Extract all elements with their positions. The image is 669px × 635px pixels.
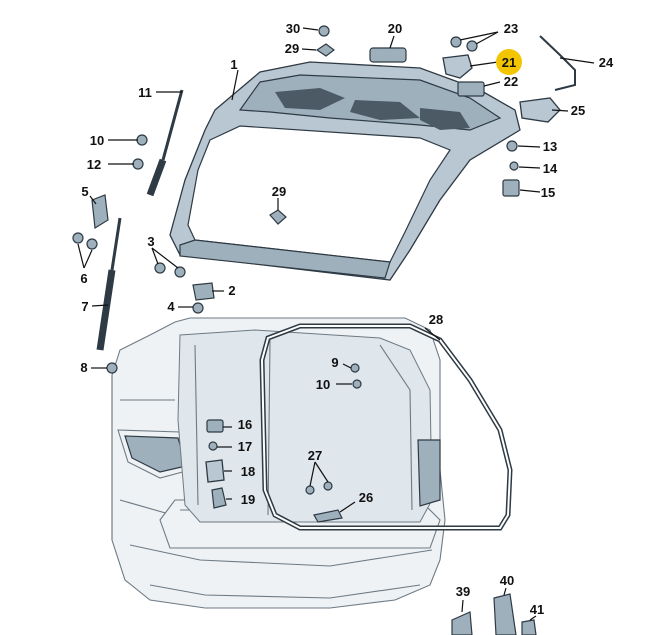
bolt-10-inner <box>352 379 362 389</box>
leader-lines <box>77 27 595 621</box>
callout-27: 27 <box>308 448 322 463</box>
grommet-29-top <box>315 43 335 57</box>
lock-18 <box>205 459 225 483</box>
bolt-3b <box>174 266 186 278</box>
callout-7: 7 <box>81 299 88 314</box>
gas-strut-7 <box>96 217 122 351</box>
callout-29-top: 29 <box>285 41 299 56</box>
highlight-circle-21 <box>496 49 522 75</box>
motor-25 <box>519 97 561 123</box>
callout-5: 5 <box>81 184 88 199</box>
bolt-3a <box>154 262 166 274</box>
nut-23a <box>450 36 462 48</box>
callout-25: 25 <box>571 103 585 118</box>
callout-16: 16 <box>238 417 252 432</box>
vehicle-rear-body <box>111 317 446 609</box>
callout-29-mid: 29 <box>272 184 286 199</box>
bolt-17 <box>208 441 218 451</box>
bolt-6a <box>72 232 84 244</box>
callout-30: 30 <box>286 21 300 36</box>
callout-8: 8 <box>80 360 87 375</box>
callout-2: 2 <box>228 283 235 298</box>
clip-14 <box>509 161 519 171</box>
callout-13: 13 <box>543 139 557 154</box>
clip-9 <box>350 363 360 373</box>
callout-41: 41 <box>530 602 544 617</box>
bolt-8 <box>106 362 118 374</box>
bracket-19 <box>211 487 227 509</box>
nut-4 <box>192 302 204 314</box>
callout-11: 11 <box>138 85 152 100</box>
callout-23: 23 <box>504 21 518 36</box>
callout-19: 19 <box>241 492 255 507</box>
callout-20: 20 <box>388 21 402 36</box>
cable-24 <box>539 35 576 91</box>
tail-light-left <box>124 435 187 473</box>
light-20 <box>369 47 407 63</box>
lock-21 <box>442 54 473 79</box>
bolt-27b <box>323 481 333 491</box>
callout-17: 17 <box>238 439 252 454</box>
tail-light-right <box>417 439 441 507</box>
callout-4: 4 <box>167 299 175 314</box>
bracket-39 <box>451 611 473 635</box>
callout-1: 1 <box>230 57 237 72</box>
bracket-5 <box>91 194 109 230</box>
callout-labels: 1 2 3 4 5 6 7 8 9 10 10 11 12 13 14 15 1… <box>80 21 614 617</box>
bracket-15 <box>502 179 520 197</box>
callout-21: 21 <box>502 55 516 70</box>
callout-24: 24 <box>599 55 614 70</box>
buffer-16 <box>206 419 224 433</box>
striker-2 <box>192 282 215 301</box>
callout-12: 12 <box>87 157 101 172</box>
clip-41 <box>521 619 537 635</box>
callout-22: 22 <box>504 74 518 89</box>
nut-23b <box>466 40 478 52</box>
grommet-29-mid <box>269 209 287 225</box>
bracket-22 <box>457 81 485 97</box>
clip-13 <box>506 140 518 152</box>
callout-15: 15 <box>541 185 555 200</box>
callout-26: 26 <box>359 490 373 505</box>
callout-28: 28 <box>429 312 443 327</box>
gas-strut-11 <box>146 89 184 197</box>
callout-18: 18 <box>241 464 255 479</box>
bolt-10 <box>136 134 148 146</box>
callout-39: 39 <box>456 584 470 599</box>
callout-40: 40 <box>500 573 514 588</box>
tailgate-panel <box>169 61 521 281</box>
bolt-27a <box>305 485 315 495</box>
clip-30 <box>318 25 330 37</box>
callout-10: 10 <box>90 133 104 148</box>
callout-3: 3 <box>147 234 154 249</box>
bolt-6b <box>86 238 98 250</box>
bolt-12 <box>132 158 144 170</box>
callout-6: 6 <box>80 271 87 286</box>
bracket-40 <box>493 593 517 635</box>
bracket-26 <box>313 509 343 523</box>
callout-9: 9 <box>331 355 338 370</box>
callout-14: 14 <box>543 161 558 176</box>
callout-10-inner: 10 <box>316 377 330 392</box>
